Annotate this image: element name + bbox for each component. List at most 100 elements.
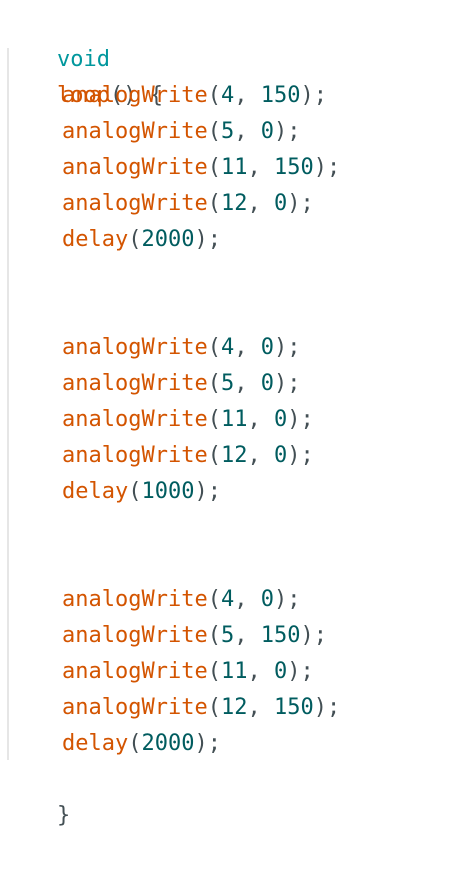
stmt-end: ); <box>287 659 314 684</box>
paren: ( <box>207 695 221 720</box>
code-line-closing-brace: } <box>4 762 70 828</box>
comma: , <box>247 443 274 468</box>
code-line: analogWrite(5, 0); <box>62 366 300 402</box>
comma: , <box>247 695 274 720</box>
stmt-end: ); <box>287 191 314 216</box>
pin-arg: 11 <box>220 155 248 180</box>
code-line: analogWrite(11, 150); <box>62 150 340 186</box>
delay-arg: 2000 <box>141 731 195 756</box>
code-line: analogWrite(11, 0); <box>62 654 314 690</box>
delay-arg: 2000 <box>141 227 195 252</box>
comma: , <box>234 623 261 648</box>
code-editor[interactable]: void loop() { analogWrite(4, 150); analo… <box>0 0 470 828</box>
paren: ( <box>207 587 221 612</box>
call-name: analogWrite <box>62 371 208 396</box>
value-arg: 150 <box>273 155 314 180</box>
paren: ( <box>207 155 221 180</box>
comma: , <box>247 659 274 684</box>
paren: ( <box>207 119 221 144</box>
paren: ( <box>207 407 221 432</box>
pin-arg: 4 <box>220 335 235 360</box>
delay-arg: 1000 <box>141 479 195 504</box>
value-arg: 150 <box>273 695 314 720</box>
code-line: analogWrite(4, 0); <box>62 582 300 618</box>
comma: , <box>234 587 261 612</box>
paren: ( <box>128 479 142 504</box>
code-line: analogWrite(4, 150); <box>62 78 327 114</box>
value-arg: 0 <box>273 659 288 684</box>
stmt-end: ); <box>313 155 341 180</box>
pin-arg: 12 <box>220 443 248 468</box>
value-arg: 0 <box>273 191 288 216</box>
value-arg: 0 <box>260 587 274 612</box>
function-open-brace: () { <box>109 83 163 108</box>
pin-arg: 4 <box>220 83 235 108</box>
pin-arg: 5 <box>220 371 235 396</box>
value-arg: 150 <box>260 623 301 648</box>
call-name: analogWrite <box>62 191 208 216</box>
call-name: analogWrite <box>62 83 208 108</box>
comma: , <box>234 83 261 108</box>
paren: ( <box>207 83 221 108</box>
paren: ( <box>207 335 221 360</box>
call-name: analogWrite <box>62 335 208 360</box>
code-line: analogWrite(5, 150); <box>62 618 327 654</box>
paren: ( <box>207 443 221 468</box>
stmt-end: ); <box>194 731 221 756</box>
call-name: analogWrite <box>62 407 208 432</box>
closing-brace: } <box>56 803 71 828</box>
code-line: analogWrite(12, 0); <box>62 186 314 222</box>
paren: ( <box>128 227 142 252</box>
paren: ( <box>207 191 221 216</box>
stmt-end: ); <box>273 119 301 144</box>
call-name: analogWrite <box>62 443 208 468</box>
code-line-function-header: void loop() { <box>4 6 163 108</box>
code-line: analogWrite(4, 0); <box>62 330 300 366</box>
code-line-delay: delay(2000); <box>62 726 221 762</box>
comma: , <box>234 335 261 360</box>
pin-arg: 4 <box>220 587 235 612</box>
call-name: delay <box>62 479 129 504</box>
stmt-end: ); <box>273 335 301 360</box>
indent-guide <box>7 48 9 760</box>
paren: ( <box>207 623 221 648</box>
code-line: analogWrite(5, 0); <box>62 114 300 150</box>
code-line-delay: delay(2000); <box>62 222 221 258</box>
call-name: delay <box>62 227 129 252</box>
value-arg: 0 <box>260 119 274 144</box>
code-line: analogWrite(11, 0); <box>62 402 314 438</box>
stmt-end: ); <box>194 227 221 252</box>
call-name: analogWrite <box>62 119 208 144</box>
call-name: analogWrite <box>62 623 208 648</box>
comma: , <box>234 371 261 396</box>
call-name: analogWrite <box>62 587 208 612</box>
paren: ( <box>128 731 142 756</box>
pin-arg: 11 <box>220 407 248 432</box>
pin-arg: 12 <box>220 695 248 720</box>
stmt-end: ); <box>273 371 301 396</box>
type-keyword: void <box>56 47 110 72</box>
pin-arg: 12 <box>220 191 248 216</box>
code-line: analogWrite(12, 150); <box>62 690 340 726</box>
comma: , <box>247 407 274 432</box>
paren: ( <box>207 371 221 396</box>
call-name: analogWrite <box>62 695 208 720</box>
comma: , <box>247 191 274 216</box>
code-line: analogWrite(12, 0); <box>62 438 314 474</box>
stmt-end: ); <box>300 83 327 108</box>
function-name: loop <box>56 83 110 108</box>
pin-arg: 11 <box>220 659 248 684</box>
paren: ( <box>207 659 221 684</box>
call-name: analogWrite <box>62 659 208 684</box>
stmt-end: ); <box>287 407 314 432</box>
code-line-delay: delay(1000); <box>62 474 221 510</box>
value-arg: 150 <box>260 83 301 108</box>
pin-arg: 5 <box>220 119 235 144</box>
value-arg: 0 <box>260 335 274 360</box>
value-arg: 0 <box>260 371 274 396</box>
stmt-end: ); <box>194 479 221 504</box>
stmt-end: ); <box>300 623 327 648</box>
comma: , <box>247 155 274 180</box>
call-name: delay <box>62 731 129 756</box>
pin-arg: 5 <box>220 623 235 648</box>
